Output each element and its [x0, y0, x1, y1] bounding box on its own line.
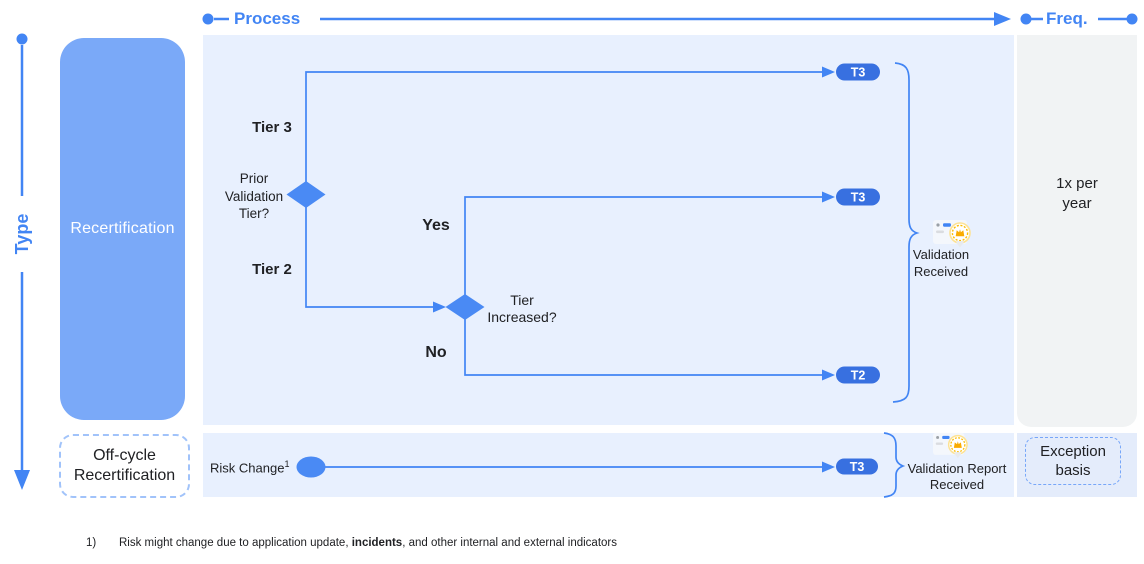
frequency-recertification-label: 1x per year	[1056, 175, 1098, 212]
prior-validation-tier-label: Prior Validation Tier?	[224, 171, 284, 221]
type-axis-dot	[16, 33, 28, 45]
tier2-branch-label: Tier 2	[252, 261, 292, 278]
recertification-box: Recertification	[60, 38, 185, 420]
no-branch-label: No	[425, 344, 447, 361]
freq-axis-dot-left	[1020, 13, 1032, 25]
type-axis-label: Type	[12, 213, 32, 255]
process-axis-arrowhead	[994, 12, 1011, 26]
footnote-text-bold: incidents	[351, 537, 403, 549]
risk-change-label: Risk Change1	[210, 459, 289, 475]
footnote-number: 1)	[86, 537, 97, 549]
process-axis-dot	[202, 13, 214, 25]
exception-basis-label: Exception basis	[1040, 443, 1106, 479]
frequency-column	[1017, 35, 1137, 427]
freq-axis-dot-right	[1126, 13, 1138, 25]
type-axis-arrowhead	[14, 470, 30, 490]
freq-axis-label: Freq.	[1046, 9, 1088, 28]
footnote-text: Risk might change due to application upd…	[119, 537, 617, 549]
footnote-text-before: Risk might change due to application upd…	[119, 537, 352, 549]
validation-report-received-label: Validation Report Received	[907, 461, 1007, 492]
process-panel-recertification	[203, 35, 1014, 425]
process-axis	[202, 12, 1011, 26]
validation-received-label: Validation Received	[912, 247, 970, 279]
risk-change-text: Risk Change	[210, 460, 285, 476]
footnote-text-after: , and other internal and external indica…	[402, 537, 618, 549]
tier3-branch-label: Tier 3	[252, 119, 292, 136]
process-panel-offcycle	[203, 433, 1014, 497]
risk-change-footnote-ref: 1	[284, 459, 290, 469]
recertification-box-label: Recertification	[70, 220, 175, 237]
offcycle-recertification-box-label: Off-cycle Recertification	[73, 447, 176, 484]
offcycle-recertification-box: Off-cycle Recertification	[59, 434, 190, 498]
exception-basis-box: Exception basis	[1025, 437, 1121, 485]
process-axis-label: Process	[234, 9, 301, 28]
tier-increased-label: Tier Increased?	[487, 292, 557, 325]
yes-branch-label: Yes	[422, 217, 450, 234]
